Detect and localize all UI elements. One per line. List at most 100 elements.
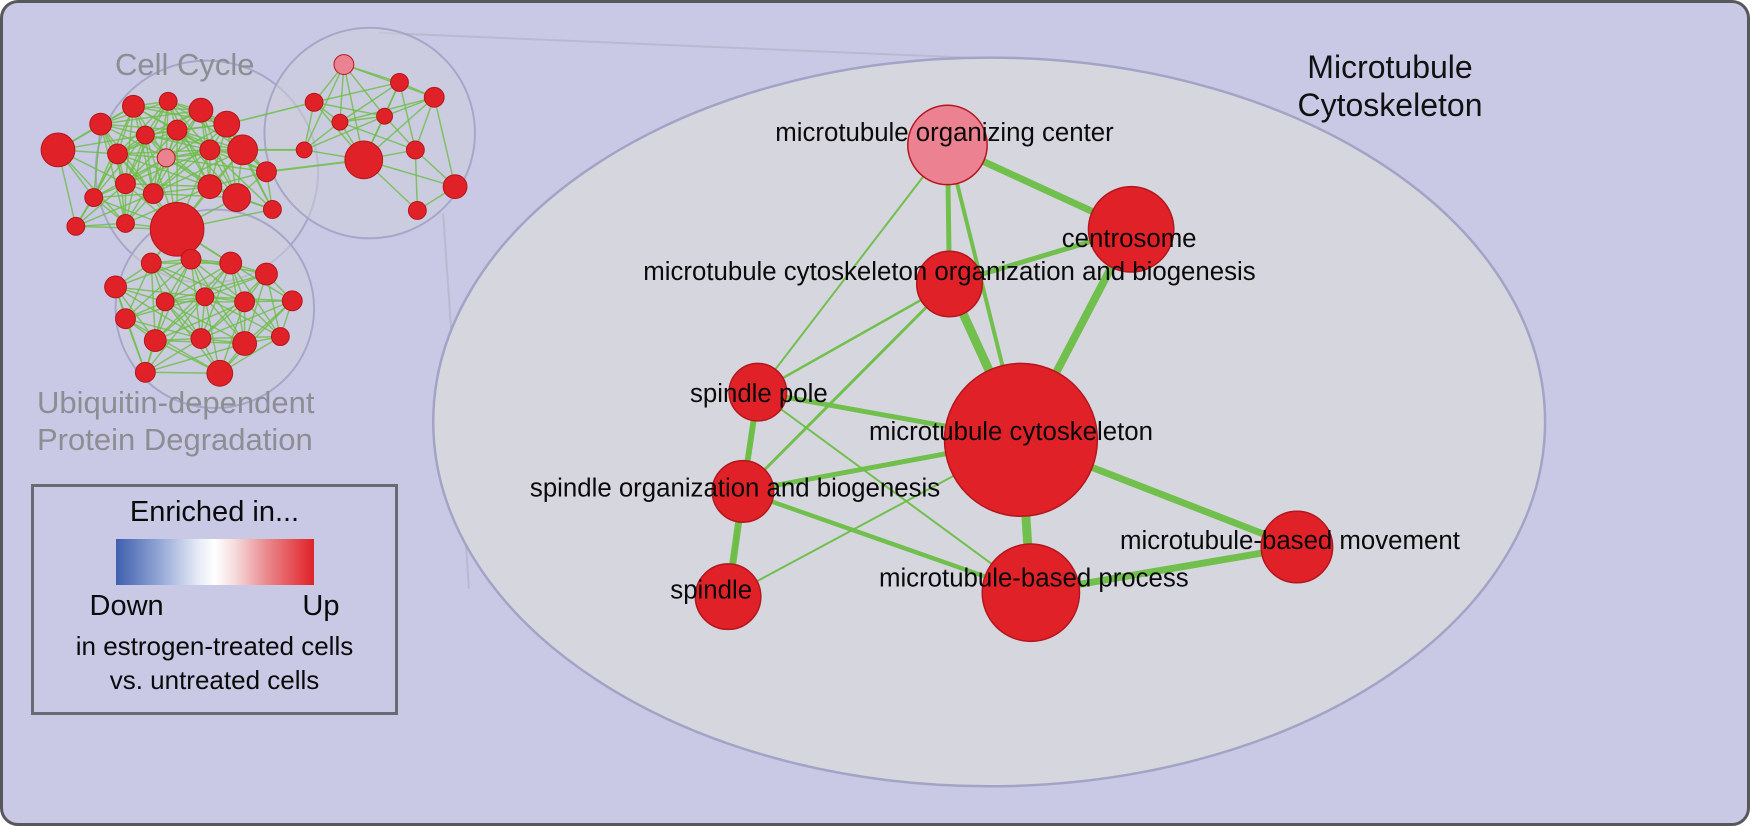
overview-node [84, 188, 104, 208]
detail-title-line2: Cytoskeleton [1297, 86, 1483, 123]
overview-node [376, 107, 394, 125]
node-mt_cyto [943, 362, 1099, 517]
overview-node [442, 174, 468, 200]
enrichment-color-scale [115, 539, 314, 585]
legend-caption-line1: in estrogen-treated cells [75, 631, 354, 661]
overview-edge [144, 296, 206, 373]
overview-edge [303, 64, 345, 151]
overview-node [190, 328, 212, 349]
overview-node [122, 94, 145, 118]
overview-edge [117, 109, 202, 155]
overview-node [135, 125, 155, 145]
overview-edge [145, 134, 211, 151]
overview-node [199, 139, 221, 161]
overview-edge [176, 129, 267, 173]
overview-edge [313, 101, 385, 117]
node-mt_process [981, 543, 1081, 643]
node-mt_org [915, 250, 983, 318]
overview-edge [433, 97, 456, 187]
node-spindle [694, 563, 762, 631]
legend-box: Enriched in... Down Up in estrogen-treat… [31, 484, 398, 715]
node-mt_movement [1260, 510, 1334, 584]
overview-node [149, 202, 205, 257]
node-spindle_pole [728, 362, 788, 422]
network-figure: microtubule organizing center centrosome m… [40, 26, 1547, 788]
edge-mt_org--spindle_org [741, 282, 951, 493]
overview-edge [200, 300, 293, 340]
overview-edge [414, 149, 419, 211]
node-label-spindle_pole: spindle pole [690, 380, 828, 408]
overview-node [115, 173, 136, 195]
overview-node [213, 110, 241, 138]
node-label-mt_cyto: microtubule cytoskeleton [869, 418, 1153, 446]
overview-node [407, 201, 427, 220]
overview-node [66, 216, 86, 236]
overview-edge [125, 317, 202, 340]
overview-edge [164, 273, 267, 303]
overview-edge [150, 263, 157, 341]
overview-node [390, 72, 409, 92]
legend-up-label: Up [302, 590, 340, 622]
overview-node [116, 213, 135, 233]
node-mtoc [907, 104, 988, 186]
overview-cross-edge [226, 101, 315, 125]
overview-node [140, 252, 162, 274]
overview-edge [152, 123, 228, 195]
overview-edge [145, 342, 245, 374]
overview-node [143, 329, 167, 352]
overview-edge [339, 121, 416, 151]
overview-node [405, 140, 425, 160]
overview-node [89, 112, 113, 136]
legend-title: Enriched in... [129, 496, 300, 528]
overview-node [222, 183, 252, 212]
overview-node [180, 248, 202, 270]
edge-mtoc--spindle_pole [756, 143, 949, 394]
overview-node [166, 119, 188, 141]
overview-edge [124, 258, 192, 320]
overview-edge [152, 149, 243, 195]
overview-edge [125, 182, 210, 188]
overview-node [281, 290, 303, 312]
node-label-mtoc: microtubule organizing center [775, 119, 1114, 147]
overview-node [262, 200, 282, 219]
cell-cycle-cluster-label: Cell Cycle [115, 47, 255, 82]
node-label-mt_movement: microtubule-based movement [1120, 527, 1460, 555]
overview-edge [154, 301, 245, 342]
node-label-mt_process: microtubule-based process [879, 565, 1189, 593]
overview-edge [200, 262, 232, 339]
legend-down-label: Down [89, 590, 164, 622]
overview-node [115, 308, 136, 330]
overview-edge [313, 81, 400, 103]
overview-edge [339, 81, 400, 123]
overview-node [423, 86, 445, 108]
overview-node [256, 161, 277, 183]
node-spindle_org [711, 459, 775, 523]
overview-node [188, 97, 214, 123]
overview-edge [204, 296, 281, 338]
overview-node [333, 54, 355, 75]
overview-node [158, 91, 178, 111]
overview-edge [75, 192, 154, 228]
overview-edge [75, 183, 126, 227]
node-centrosome [1087, 185, 1175, 273]
overview-node [134, 361, 156, 383]
edge-spindle_org--mt_process [740, 489, 1034, 595]
overview-edge [164, 301, 245, 345]
edge-mt_org--spindle_pole [756, 282, 951, 394]
overview-edge [117, 153, 211, 188]
overview-node [270, 327, 290, 346]
overview-node [142, 183, 164, 205]
overview-node [255, 262, 278, 286]
overview-edge [145, 134, 243, 151]
overview-node [219, 251, 243, 275]
overview-node [156, 148, 176, 168]
node-label-spindle: spindle [670, 577, 752, 605]
node-label-mt_org: microtubule cytoskeleton organization an… [643, 258, 1255, 286]
node-label-centrosome: centrosome [1062, 225, 1197, 253]
overview-edge [343, 63, 435, 99]
overview-edge [209, 149, 273, 211]
overview-node [104, 275, 127, 299]
ubiquitin-cluster-label-line1: Ubiquitin-dependent [37, 385, 315, 420]
overview-edge [100, 123, 154, 195]
